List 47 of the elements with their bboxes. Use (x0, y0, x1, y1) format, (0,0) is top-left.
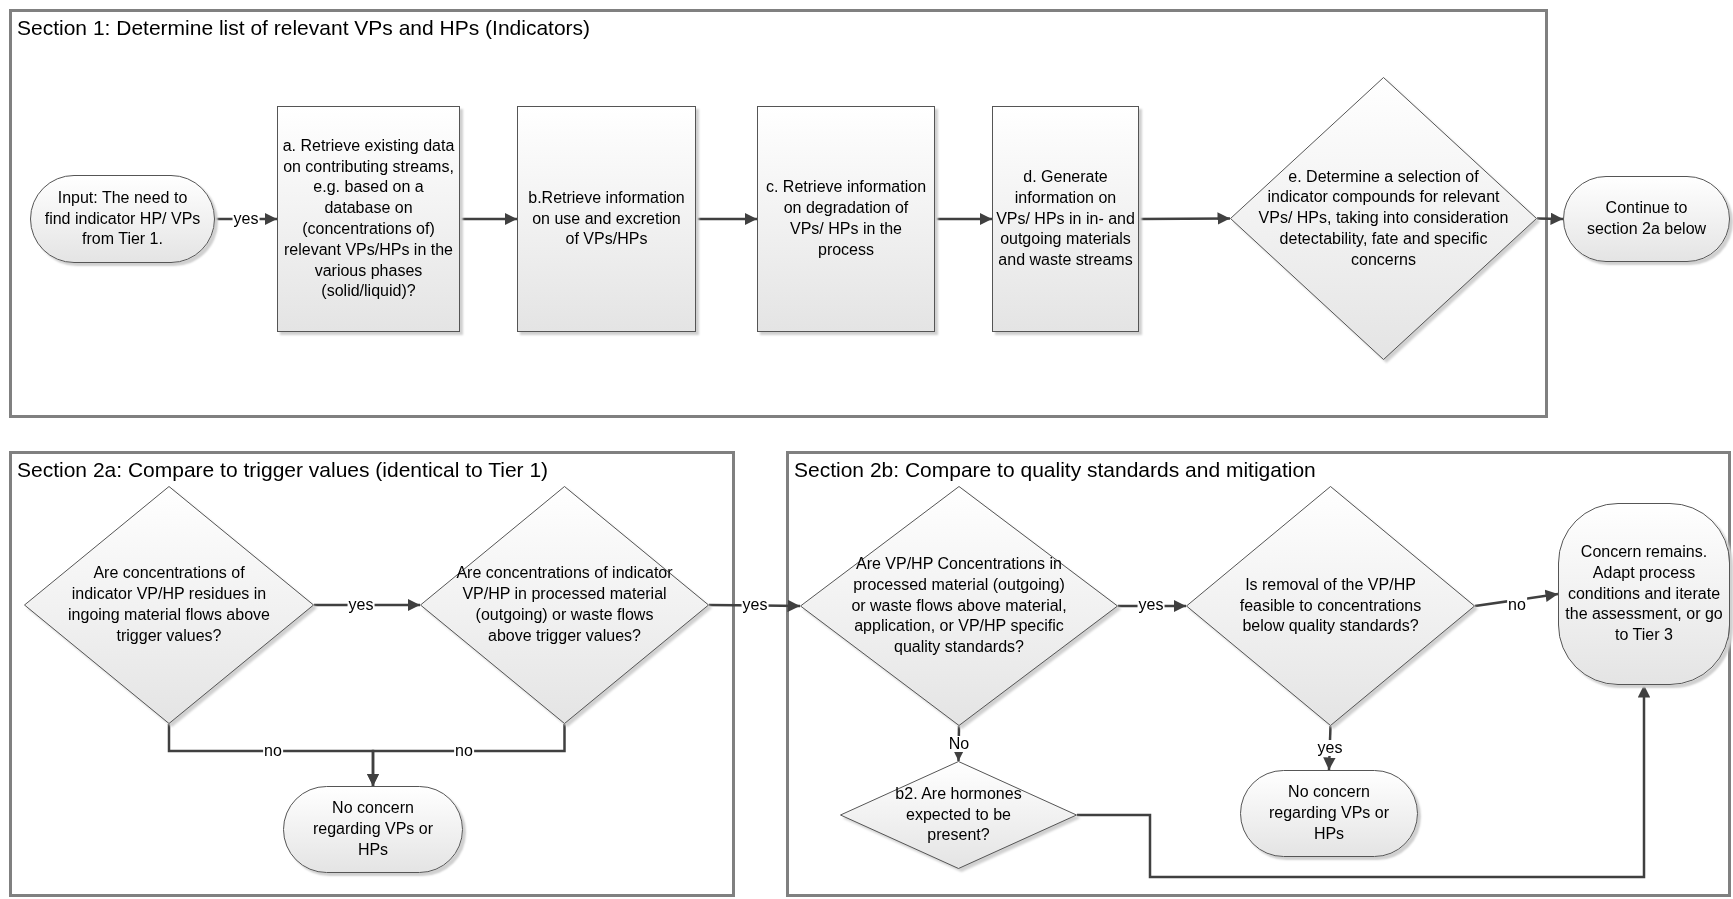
section-frame (786, 451, 1731, 897)
arrow (935, 212, 992, 226)
arrow (1139, 212, 1230, 225)
node-text: d. Generate information on VPs/ HPs in in- and outgoing materials and waste streams (995, 167, 1136, 271)
node-text: Are concentrations of indicator VP/HP in processed material (outgoing) or waste flows above trigger values? (455, 563, 674, 646)
arrow (366, 724, 566, 786)
node-text: b.Retrieve information on use and excretion of VPs/HPs (527, 187, 686, 250)
node-text: Concern remains. Adapt process conditions and iterate the assessment, or go to Tier 3 (1564, 542, 1724, 646)
decision-diamond (1186, 486, 1475, 726)
process-box (277, 106, 460, 332)
node-text: e. Determine a selection of indicator compounds for relevant VPs/ HPs, taking into consideration detectability, fate and specific concerns (1257, 166, 1510, 270)
process-box (517, 106, 696, 332)
arrow (460, 212, 517, 226)
edge-label: no (1507, 597, 1527, 613)
node-text: c. Retrieve information on degradation of VPs/ HPs in the process (765, 177, 927, 260)
process-box (992, 106, 1139, 332)
decision-diamond (420, 486, 709, 724)
node-text: Are concentrations of indicator VP/HP residues in ingoing material flows above trigger values? (67, 563, 271, 646)
arrow (696, 212, 757, 226)
process-box (757, 106, 935, 332)
decision-diamond (840, 761, 1077, 869)
terminal-pill (30, 175, 215, 263)
section-title: Section 2a: Compare to trigger values (identical to Tier 1) (17, 458, 549, 482)
decision-diamond (24, 486, 314, 724)
arrow (1474, 589, 1559, 608)
node-text: b2. Are hormones expected to be present? (894, 783, 1023, 846)
terminal-pill (1558, 503, 1730, 685)
edge-label: No (947, 736, 971, 752)
arrow (1536, 212, 1564, 225)
node-text: a. Retrieve existing data on contributing streams, e.g. based on a database on (concentrations of) relevant VPs/HPs in the various phases (solid/liquid)? (281, 135, 456, 302)
section-title: Section 2b: Compare to quality standards and mitigation (794, 458, 1316, 482)
terminal-pill (1240, 770, 1418, 857)
terminal-pill (283, 786, 463, 873)
edge-label: yes (1316, 740, 1344, 756)
decision-diamond (800, 486, 1118, 726)
node-text: Is removal of the VP/HP feasible to concentrations below quality standards? (1238, 574, 1423, 637)
terminal-pill (1563, 176, 1730, 262)
node-text: Continue to section 2a below (1585, 198, 1708, 239)
node-text: Input: The need to find indicator HP/ VPs from Tier 1. (43, 187, 202, 250)
decision-diamond (1230, 77, 1537, 360)
section-frame (9, 451, 735, 897)
node-text: No concern regarding VPs or HPs (1267, 782, 1390, 844)
section-title: Section 1: Determine list of relevant VPs and HPs (Indicators) (17, 16, 591, 40)
arrow (1077, 685, 1651, 879)
node-text: Are VP/HP Concentrations in processed material (outgoing) or waste flows above material, application, or VP/HP specific quality standards? (850, 554, 1068, 658)
node-text: No concern regarding VPs or HPs (311, 798, 434, 860)
section-frame (9, 9, 1548, 418)
